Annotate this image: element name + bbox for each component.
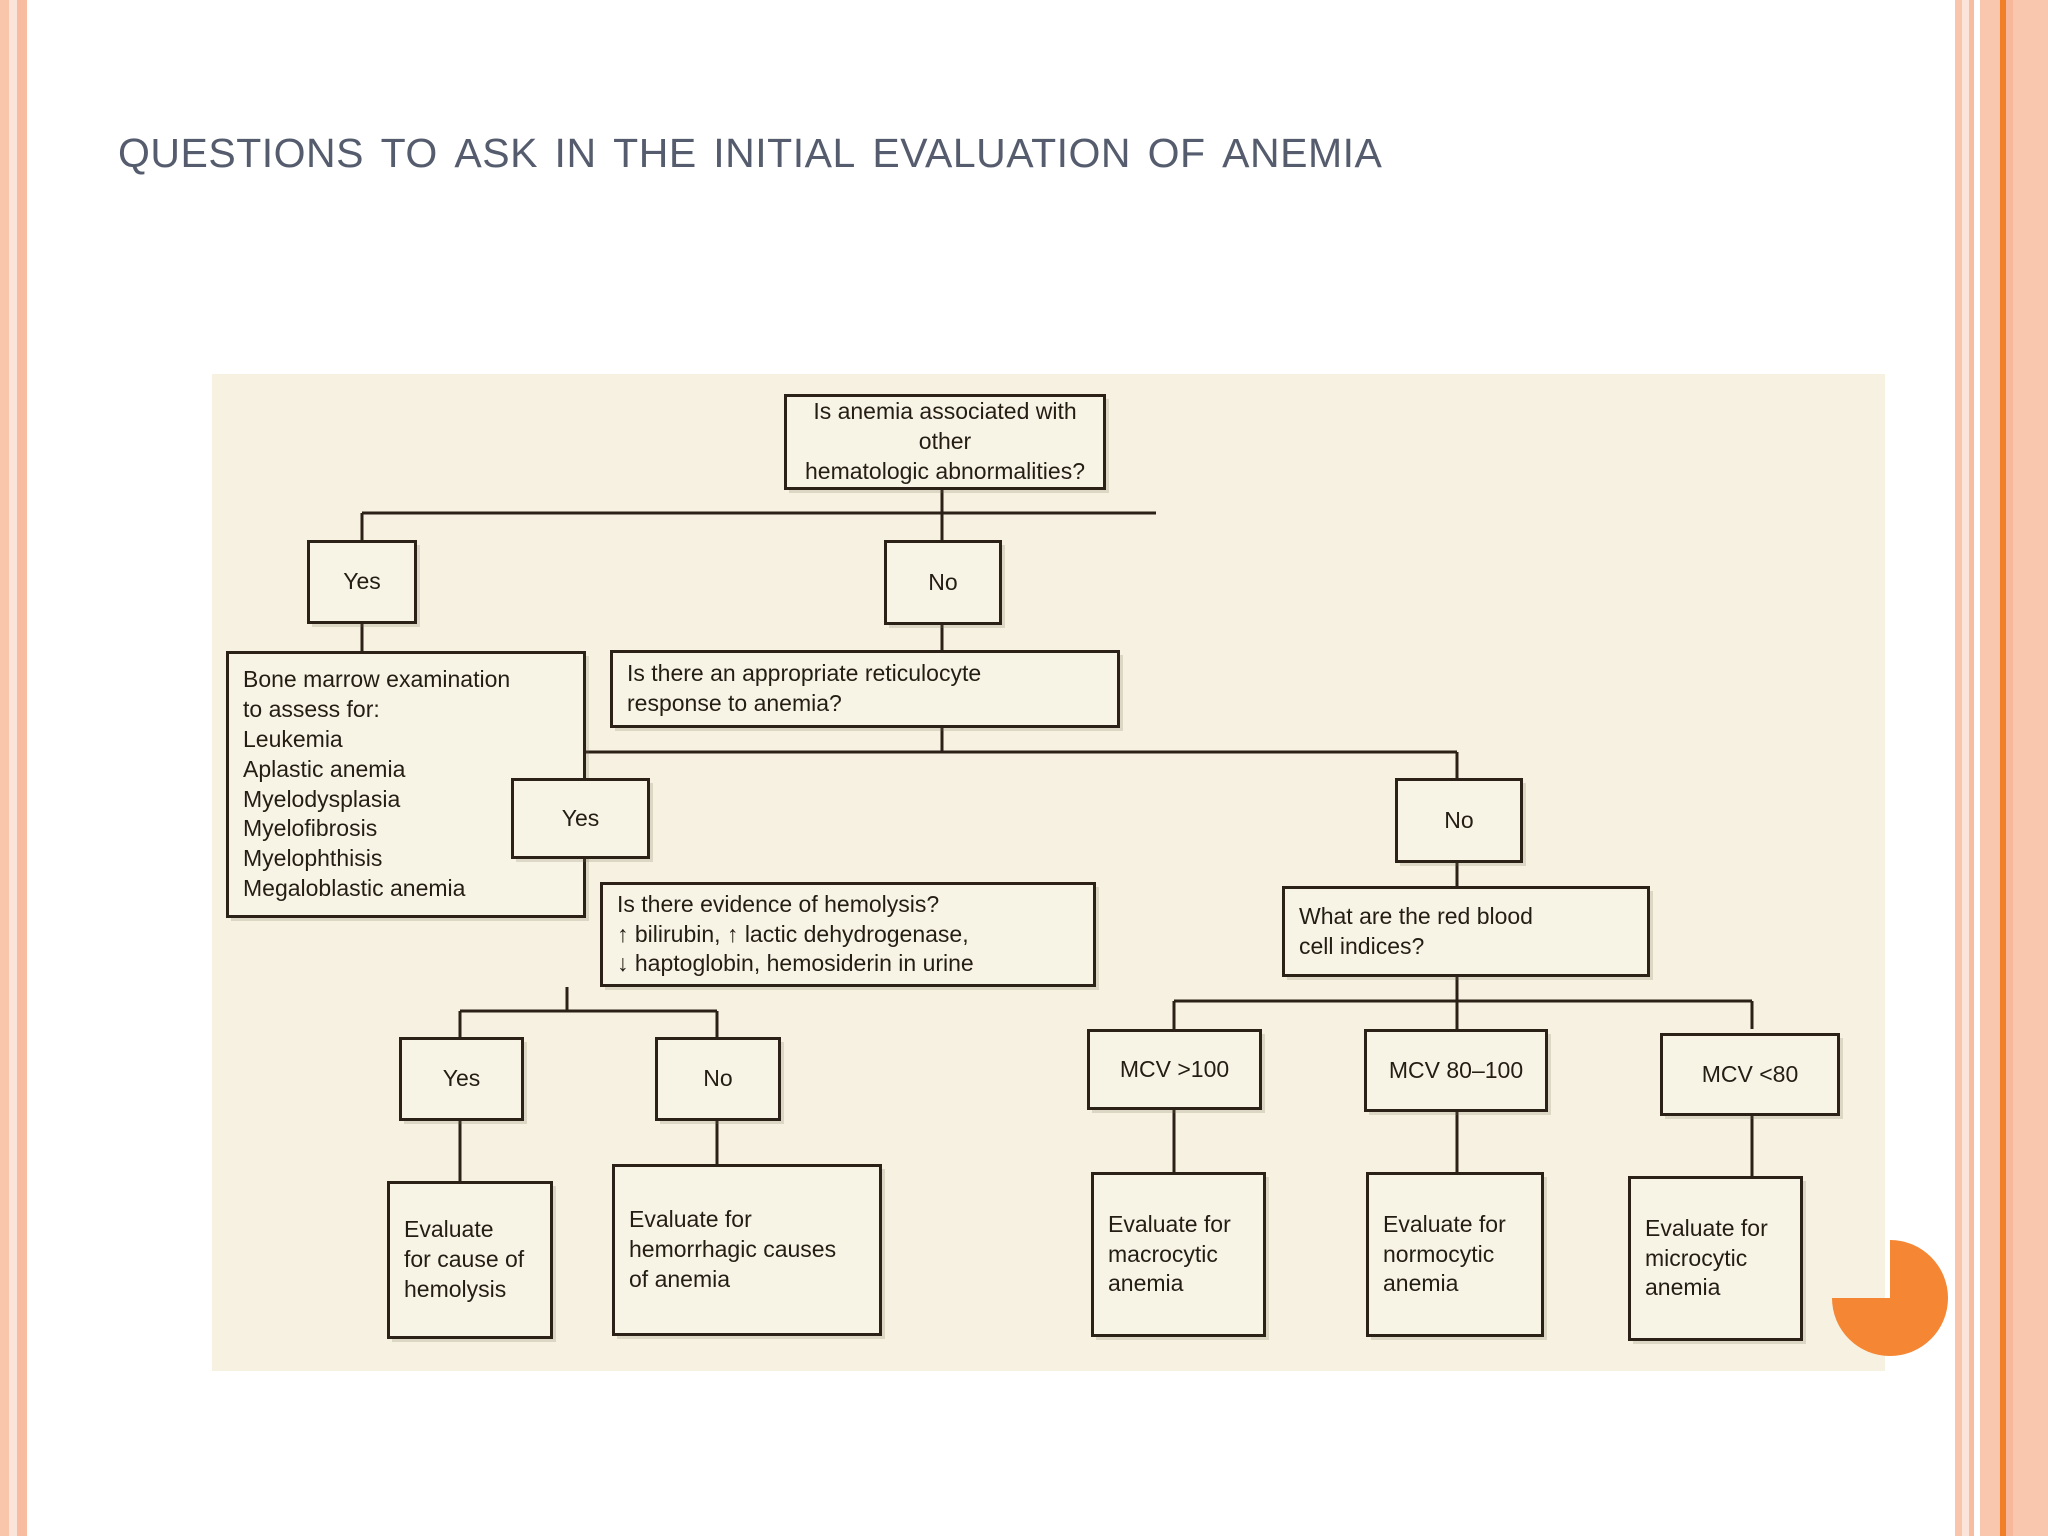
right-border-stripe-5 — [2000, 0, 2006, 1536]
node-q1-no-label: No — [928, 568, 958, 595]
node-eval-hemolysis-label: Evaluate for cause of hemolysis — [404, 1216, 525, 1302]
node-eval-macro[interactable]: Evaluate for macrocytic anemia — [1091, 1172, 1266, 1337]
right-border-stripe-7 — [2013, 0, 2048, 1536]
node-mcv-high-label: MCV >100 — [1119, 1055, 1230, 1082]
node-eval-micro[interactable]: Evaluate for microcytic anemia — [1628, 1176, 1803, 1341]
node-q3-no[interactable]: No — [655, 1037, 781, 1121]
node-eval-macro-label: Evaluate for macrocytic anemia — [1108, 1210, 1231, 1297]
node-eval-micro-label: Evaluate for microcytic anemia — [1645, 1214, 1768, 1301]
node-q1-label: Is anemia associated with other hematolo… — [805, 398, 1085, 484]
slide-title: Questions to ask in the initial evaluati… — [118, 115, 1383, 180]
right-border-stripe-6 — [2006, 0, 2013, 1536]
node-bone-marrow-label: Bone marrow examination to assess for: L… — [243, 665, 511, 902]
node-q2-yes[interactable]: Yes — [511, 778, 650, 859]
node-q3[interactable]: Is there evidence of hemolysis? ↑ biliru… — [600, 882, 1096, 987]
right-border-stripe-1 — [1955, 0, 1962, 1536]
node-eval-normo-label: Evaluate for normocytic anemia — [1383, 1210, 1506, 1297]
node-q3-yes[interactable]: Yes — [399, 1037, 524, 1121]
node-eval-normo[interactable]: Evaluate for normocytic anemia — [1366, 1172, 1544, 1337]
node-q2-yes-label: Yes — [561, 804, 600, 831]
node-q2-label: Is there an appropriate reticulocyte res… — [627, 660, 982, 716]
node-q3-no-label: No — [703, 1065, 733, 1092]
node-eval-hemorrhagic[interactable]: Evaluate for hemorrhagic causes of anemi… — [612, 1164, 882, 1336]
left-border-stripe-2 — [9, 0, 17, 1536]
node-mcv-mid[interactable]: MCV 80–100 — [1364, 1029, 1548, 1112]
node-mcv-high[interactable]: MCV >100 — [1087, 1029, 1262, 1110]
left-border-stripe-3 — [17, 0, 27, 1536]
node-q3-yes-label: Yes — [442, 1065, 481, 1092]
flowchart-panel: Is anemia associated with other hematolo… — [212, 374, 1885, 1371]
left-border-stripe-1 — [0, 0, 9, 1536]
node-q2-no-label: No — [1444, 806, 1474, 833]
node-q4-label: What are the red blood cell indices? — [1299, 902, 1533, 959]
right-border-stripe-3 — [1969, 0, 1974, 1536]
right-border-stripe-2 — [1962, 0, 1969, 1536]
node-mcv-low-label: MCV <80 — [1701, 1060, 1799, 1087]
node-q2-no[interactable]: No — [1395, 778, 1523, 863]
node-q1-no[interactable]: No — [884, 540, 1002, 625]
node-q1[interactable]: Is anemia associated with other hematolo… — [784, 394, 1106, 490]
node-mcv-mid-label: MCV 80–100 — [1388, 1056, 1524, 1083]
right-border-stripe-4 — [1980, 0, 2000, 1536]
node-q1-yes[interactable]: Yes — [307, 540, 417, 624]
node-q2[interactable]: Is there an appropriate reticulocyte res… — [610, 650, 1120, 728]
node-eval-hemolysis[interactable]: Evaluate for cause of hemolysis — [387, 1181, 553, 1339]
node-q1-yes-label: Yes — [343, 568, 381, 595]
node-mcv-low[interactable]: MCV <80 — [1660, 1033, 1840, 1116]
node-q4[interactable]: What are the red blood cell indices? — [1282, 886, 1650, 977]
node-eval-hemorrhagic-label: Evaluate for hemorrhagic causes of anemi… — [629, 1206, 837, 1292]
node-q3-label: Is there evidence of hemolysis? ↑ biliru… — [617, 890, 974, 977]
